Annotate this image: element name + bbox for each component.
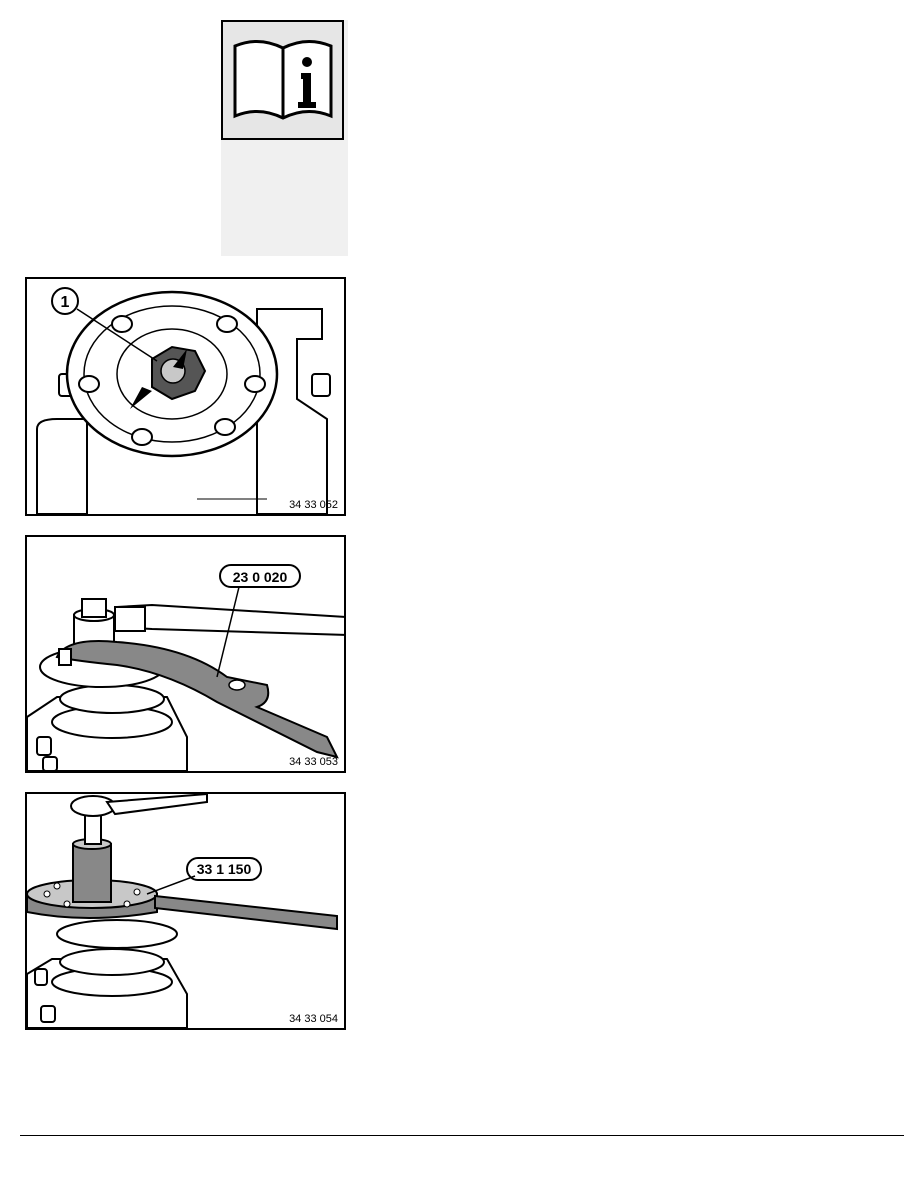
drive-flange-illustration: 1 bbox=[36, 287, 331, 514]
figure-code: 34 33 052 bbox=[289, 499, 338, 511]
footer-divider bbox=[20, 1135, 904, 1136]
figure-34-33-053: 23 0 020 34 33 053 bbox=[25, 535, 346, 773]
figure-34-33-054: 33 1 150 34 33 054 bbox=[25, 792, 346, 1030]
figure-34-33-052: 1 34 33 052 bbox=[25, 277, 346, 516]
figure-callout-tool: 23 0 020 bbox=[233, 569, 288, 585]
manual-info-icon bbox=[221, 20, 344, 140]
info-panel bbox=[221, 20, 348, 256]
figure-callout-1: 1 bbox=[61, 294, 70, 311]
figure-code: 34 33 054 bbox=[289, 1013, 338, 1025]
special-tool-wrench-illustration: 23 0 020 bbox=[27, 564, 344, 771]
puller-tool-illustration: 33 1 150 bbox=[27, 794, 338, 1028]
figure-code: 34 33 053 bbox=[289, 756, 338, 768]
figure-callout-tool: 33 1 150 bbox=[197, 861, 252, 877]
